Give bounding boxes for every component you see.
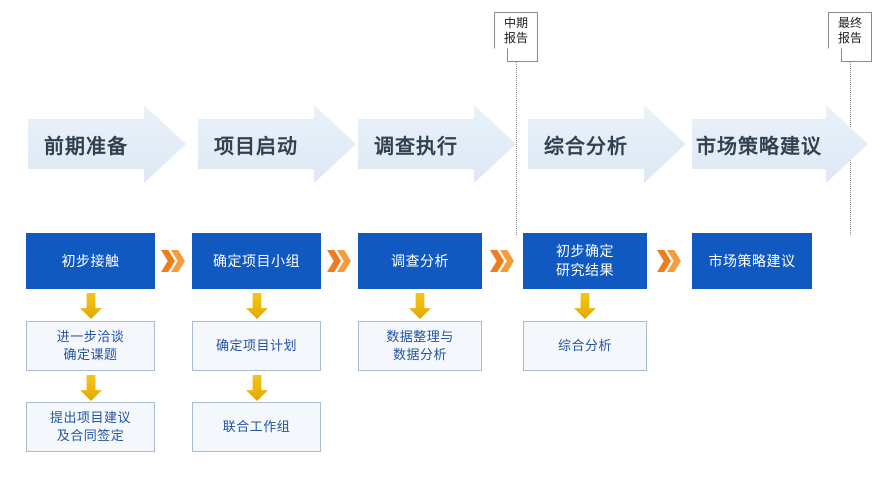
step-box-col-4-step-1[interactable]: 综合分析 <box>523 321 647 371</box>
milestone-doc-line1: 中期 <box>503 16 528 30</box>
chevron-icon-front <box>490 250 504 272</box>
primary-box-label: 确定项目小组 <box>213 252 300 269</box>
primary-box-col-2[interactable]: 确定项目小组 <box>192 233 321 289</box>
step-box-line1: 提出项目建议 <box>49 410 131 425</box>
milestone-doc-label: 中期 报告 <box>494 16 538 46</box>
milestone-doc-line2: 报告 <box>837 31 862 45</box>
step-box-col-2-step-1[interactable]: 确定项目计划 <box>192 321 321 371</box>
document-shape-icon <box>494 12 538 62</box>
step-box-line1: 确定项目计划 <box>215 338 297 353</box>
milestone-doc-line2: 报告 <box>503 31 528 45</box>
chevron-icon-front <box>161 250 175 272</box>
milestone-doc-label: 最终 报告 <box>828 16 872 46</box>
primary-box-label: 初步接触 <box>61 252 120 269</box>
down-arrow-col-2-step-1 <box>246 293 268 319</box>
milestone-doc-final: 最终 报告 <box>828 12 872 62</box>
primary-box-label-line2: 研究结果 <box>556 262 614 278</box>
chevron-connector-3-4 <box>490 250 516 272</box>
primary-box-col-3[interactable]: 调查分析 <box>358 233 482 289</box>
milestone-doc-line1: 最终 <box>837 16 862 30</box>
primary-box-col-1[interactable]: 初步接触 <box>26 233 155 289</box>
chevron-icon-front <box>327 250 341 272</box>
phase-label: 市场策略建议 <box>696 135 822 158</box>
primary-box-col-4[interactable]: 初步确定 研究结果 <box>523 233 647 289</box>
step-box-line2: 及合同签定 <box>56 428 125 443</box>
down-arrow-col-4-step-1 <box>574 293 596 319</box>
step-box-line1: 综合分析 <box>557 338 612 353</box>
step-box-line2: 确定课题 <box>63 347 118 362</box>
chevron-connector-4-5 <box>657 250 683 272</box>
down-arrow-col-1-step-1 <box>80 293 102 319</box>
step-box-col-1-step-1[interactable]: 进一步洽谈 确定课题 <box>26 321 155 371</box>
phase-label: 项目启动 <box>214 135 298 158</box>
step-box-line2: 数据分析 <box>392 347 447 362</box>
step-box-col-2-step-2[interactable]: 联合工作组 <box>192 402 321 452</box>
step-box-line1: 数据整理与 <box>386 329 454 344</box>
chevron-icon-back <box>337 250 351 272</box>
phase-label: 调查执行 <box>374 135 458 158</box>
phase-arrow-5[interactable]: 市场策略建议 <box>692 105 868 183</box>
phase-arrow-2[interactable]: 项目启动 <box>198 105 356 183</box>
down-arrow-col-1-step-2 <box>80 375 102 401</box>
down-arrow-col-3-step-1 <box>409 293 431 319</box>
chevron-icon-front <box>657 250 671 272</box>
chevron-connector-2-3 <box>327 250 353 272</box>
phase-arrow-3[interactable]: 调查执行 <box>358 105 516 183</box>
phase-label: 综合分析 <box>544 135 628 158</box>
primary-box-col-5[interactable]: 市场策略建议 <box>692 233 812 289</box>
step-box-line1: 联合工作组 <box>222 419 291 434</box>
primary-box-label-line1: 初步确定 <box>556 243 614 259</box>
primary-box-label: 市场策略建议 <box>708 252 796 269</box>
phase-label: 前期准备 <box>44 135 128 158</box>
chevron-icon-back <box>667 250 681 272</box>
step-box-col-3-step-1[interactable]: 数据整理与 数据分析 <box>358 321 482 371</box>
primary-box-label: 调查分析 <box>391 252 449 269</box>
milestone-guide-line-mid-term <box>516 60 517 235</box>
phase-arrow-4[interactable]: 综合分析 <box>528 105 686 183</box>
chevron-icon-back <box>500 250 514 272</box>
milestone-doc-mid-term: 中期 报告 <box>494 12 538 62</box>
chevron-connector-1-2 <box>161 250 187 272</box>
document-shape-icon <box>828 12 872 62</box>
chevron-icon-back <box>171 250 185 272</box>
step-box-col-1-step-2[interactable]: 提出项目建议 及合同签定 <box>26 402 155 452</box>
step-box-line1: 进一步洽谈 <box>56 329 125 344</box>
down-arrow-col-2-step-2 <box>246 375 268 401</box>
phase-arrow-1[interactable]: 前期准备 <box>28 105 186 183</box>
